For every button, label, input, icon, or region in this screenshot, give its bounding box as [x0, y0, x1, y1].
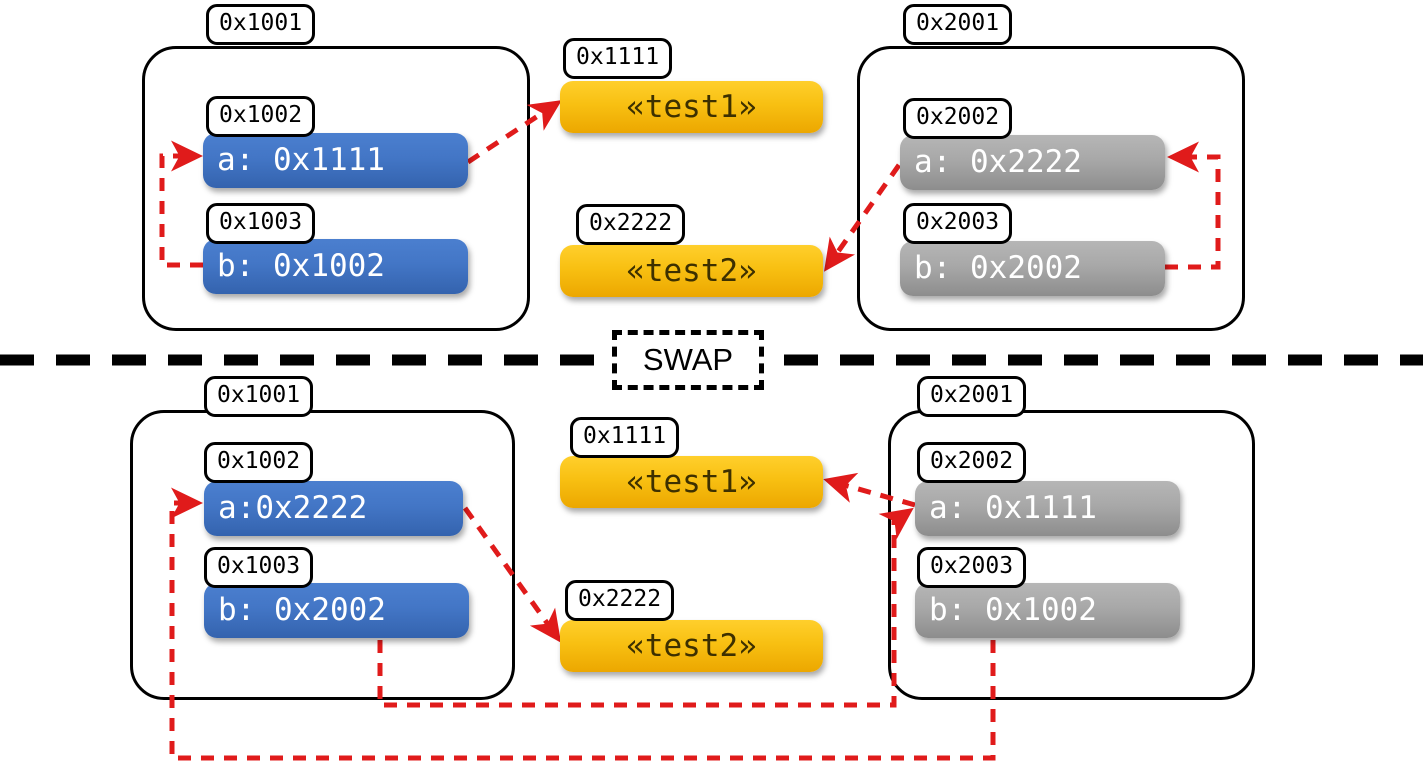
address-tag-top-right-frame: 0x2001 — [903, 4, 1013, 45]
address-tag-top-right-b: 0x2003 — [903, 203, 1013, 244]
variable-cell-top-left-b: b: 0x1002 — [203, 239, 468, 294]
address-tag-bottom-right-frame: 0x2001 — [917, 376, 1027, 417]
address-tag-bottom-right-a: 0x2002 — [917, 442, 1027, 483]
string-cell-bottom-heap-1: «test1» — [560, 456, 823, 508]
address-tag-top-left-a: 0x1002 — [206, 96, 316, 137]
variable-cell-bottom-left-a: a:0x2222 — [204, 481, 463, 536]
variable-cell-bottom-right-b: b: 0x1002 — [915, 583, 1180, 638]
variable-cell-top-left-a: a: 0x1111 — [203, 133, 468, 188]
address-tag-bottom-heap-1: 0x1111 — [570, 417, 680, 458]
variable-cell-top-right-b: b: 0x2002 — [900, 241, 1165, 296]
address-tag-top-right-a: 0x2002 — [903, 98, 1013, 139]
address-tag-top-heap-1: 0x1111 — [563, 38, 673, 79]
address-tag-top-heap-2: 0x2222 — [576, 204, 686, 245]
variable-cell-bottom-right-a: a: 0x1111 — [915, 481, 1180, 536]
address-tag-bottom-heap-2: 0x2222 — [565, 580, 675, 621]
address-tag-top-left-b: 0x1003 — [206, 203, 316, 244]
address-tag-top-left-frame: 0x1001 — [206, 4, 316, 45]
variable-cell-top-right-a: a: 0x2222 — [900, 135, 1165, 190]
stack-frame-top-left — [142, 46, 530, 331]
address-tag-bottom-left-frame: 0x1001 — [204, 376, 314, 417]
swap-label-text: SWAP — [642, 342, 734, 377]
address-tag-bottom-left-b: 0x1003 — [204, 547, 314, 588]
address-tag-bottom-right-b: 0x2003 — [917, 547, 1027, 588]
string-cell-top-heap-2: «test2» — [560, 245, 823, 297]
string-cell-top-heap-1: «test1» — [560, 81, 823, 133]
stack-frame-bottom-left — [130, 410, 515, 700]
variable-cell-bottom-left-b: b: 0x2002 — [204, 583, 469, 638]
string-cell-bottom-heap-2: «test2» — [560, 620, 823, 672]
address-tag-bottom-left-a: 0x1002 — [204, 442, 314, 483]
swap-divider-label: SWAP — [612, 330, 764, 390]
